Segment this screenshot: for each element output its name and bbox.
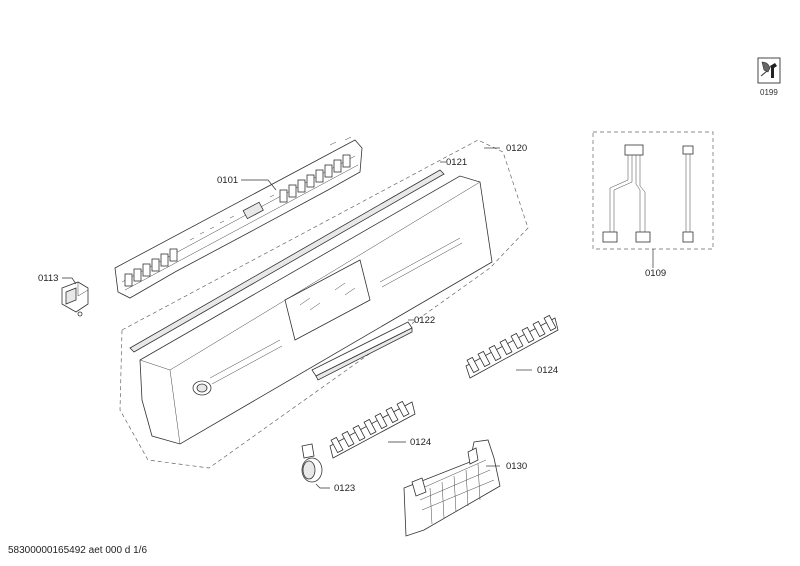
part-0113-bracket — [61, 281, 89, 317]
part-0124-button-strip-lower — [329, 400, 416, 459]
part-0120-control-panel — [139, 175, 493, 445]
label-0130: 0130 — [506, 461, 527, 472]
service-wrench-icon — [757, 57, 781, 84]
part-0130-bracket — [403, 439, 501, 537]
outline-0109 — [592, 131, 714, 250]
part-0124-button-strip-upper — [465, 314, 559, 379]
part-0101-control-board — [114, 136, 363, 299]
document-footer-code: 58300000165492 aet 000 d 1/6 — [8, 545, 148, 556]
label-0113: 0113 — [38, 273, 58, 284]
leader-0113 — [62, 277, 77, 285]
part-0123-knob — [301, 443, 323, 483]
board-switches — [124, 154, 351, 287]
label-0123: 0123 — [334, 483, 355, 494]
label-0109: 0109 — [645, 268, 666, 279]
part-0109-harness — [602, 144, 694, 243]
part-0121-strip — [129, 169, 445, 353]
label-0124-upper: 0124 — [537, 365, 558, 376]
label-0124-lower: 0124 — [410, 437, 431, 448]
leader-0101 — [241, 179, 277, 191]
label-0199: 0199 — [760, 88, 778, 97]
label-0101: 0101 — [217, 175, 238, 186]
leader-0123 — [315, 483, 330, 489]
label-0122: 0122 — [414, 315, 435, 326]
label-0121: 0121 — [446, 157, 467, 168]
outline-0120 — [119, 139, 529, 469]
part-0122-bar — [311, 321, 413, 381]
label-0120: 0120 — [506, 143, 527, 154]
